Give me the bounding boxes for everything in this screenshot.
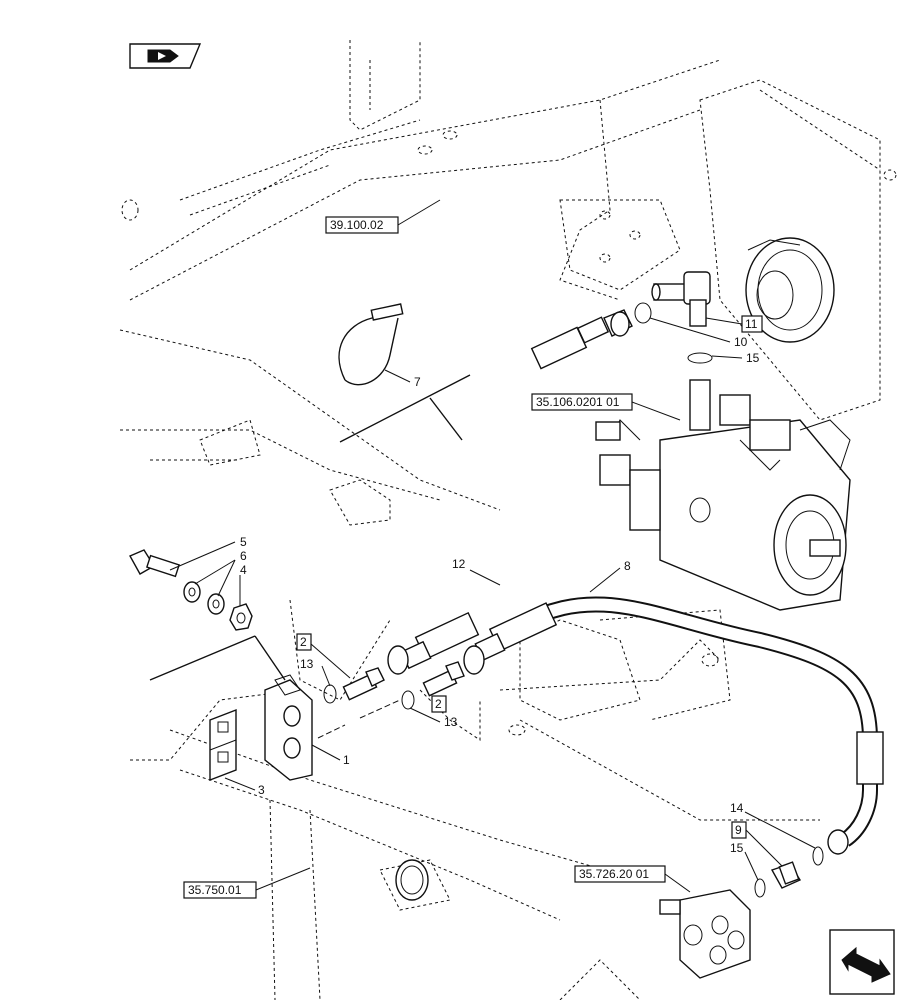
connector-9	[770, 861, 802, 889]
svg-text:14: 14	[730, 801, 744, 815]
reference-35-726-20-01[interactable]: 35.726.20 01	[574, 865, 691, 893]
item-label-14[interactable]: 14	[730, 801, 816, 849]
section-lines	[149, 374, 471, 681]
item-label-12[interactable]: 12	[452, 557, 501, 586]
reference-39-100-02[interactable]: 39.100.02	[325, 199, 441, 234]
o-ring-14	[812, 846, 824, 866]
svg-text:9: 9	[735, 823, 742, 837]
frame-tube	[395, 859, 429, 901]
svg-text:2: 2	[435, 697, 442, 711]
svg-text:8: 8	[624, 559, 631, 573]
fitting-2-right	[422, 661, 465, 697]
item-label-3[interactable]: 3	[224, 777, 265, 797]
item-label-11[interactable]: 11	[705, 315, 763, 333]
fitting-2-left	[342, 667, 385, 701]
cable-tie	[338, 303, 404, 386]
item-label-13-left[interactable]: 13	[300, 657, 331, 687]
item-label-2-left[interactable]: 2	[296, 633, 351, 679]
o-ring-13-right	[401, 690, 415, 710]
item-label-2-right[interactable]: 2	[431, 695, 447, 713]
svg-text:13: 13	[300, 657, 314, 671]
book-hand-icon[interactable]	[129, 43, 202, 69]
nut-4	[229, 603, 253, 631]
item-label-6[interactable]: 6	[194, 549, 247, 597]
hydraulic-pump	[595, 379, 851, 611]
hose-8	[463, 596, 884, 855]
svg-text:15: 15	[746, 351, 760, 365]
svg-text:35.750.01: 35.750.01	[188, 883, 242, 897]
reference-35-106-0201-01[interactable]: 35.106.0201 01	[531, 393, 681, 421]
svg-text:6: 6	[240, 549, 247, 563]
o-ring-13-left	[323, 684, 337, 704]
svg-text:10: 10	[734, 335, 748, 349]
svg-text:2: 2	[300, 635, 307, 649]
item-label-15-bottom[interactable]: 15	[730, 841, 759, 881]
item-label-15-top[interactable]: 15	[711, 351, 760, 365]
arrow-navigation-icon[interactable]	[829, 929, 895, 995]
svg-text:11: 11	[745, 317, 758, 331]
svg-text:12: 12	[452, 557, 466, 571]
bracket-1	[264, 674, 313, 781]
item-label-8[interactable]: 8	[589, 559, 631, 593]
item-label-4[interactable]: 4	[239, 563, 247, 606]
motor-flange	[745, 237, 835, 343]
svg-text:15: 15	[730, 841, 744, 855]
item-label-1[interactable]: 1	[311, 744, 350, 767]
svg-text:35.106.0201 01: 35.106.0201 01	[536, 395, 620, 409]
frame-background	[119, 40, 897, 1000]
decal-3	[209, 708, 237, 782]
svg-text:3: 3	[258, 783, 265, 797]
reference-35-750-01[interactable]: 35.750.01	[183, 867, 311, 899]
svg-text:13: 13	[444, 715, 458, 729]
item-label-5[interactable]: 5	[169, 535, 247, 571]
valve-block	[659, 889, 751, 979]
elbow-fitting-11	[634, 271, 713, 364]
item-label-13-right[interactable]: 13	[409, 707, 458, 729]
o-ring-15-bottom	[754, 878, 766, 898]
svg-text:5: 5	[240, 535, 247, 549]
item-label-9[interactable]: 9	[731, 821, 783, 867]
svg-text:4: 4	[240, 563, 247, 577]
svg-text:7: 7	[414, 375, 421, 389]
svg-text:1: 1	[343, 753, 350, 767]
washer-6	[183, 581, 225, 615]
svg-text:35.726.20 01: 35.726.20 01	[579, 867, 649, 881]
bolt-5	[129, 549, 181, 578]
svg-text:39.100.02: 39.100.02	[330, 218, 384, 232]
item-label-10[interactable]: 10	[649, 317, 748, 349]
item-label-7[interactable]: 7	[384, 369, 421, 389]
hose-12	[387, 309, 633, 675]
